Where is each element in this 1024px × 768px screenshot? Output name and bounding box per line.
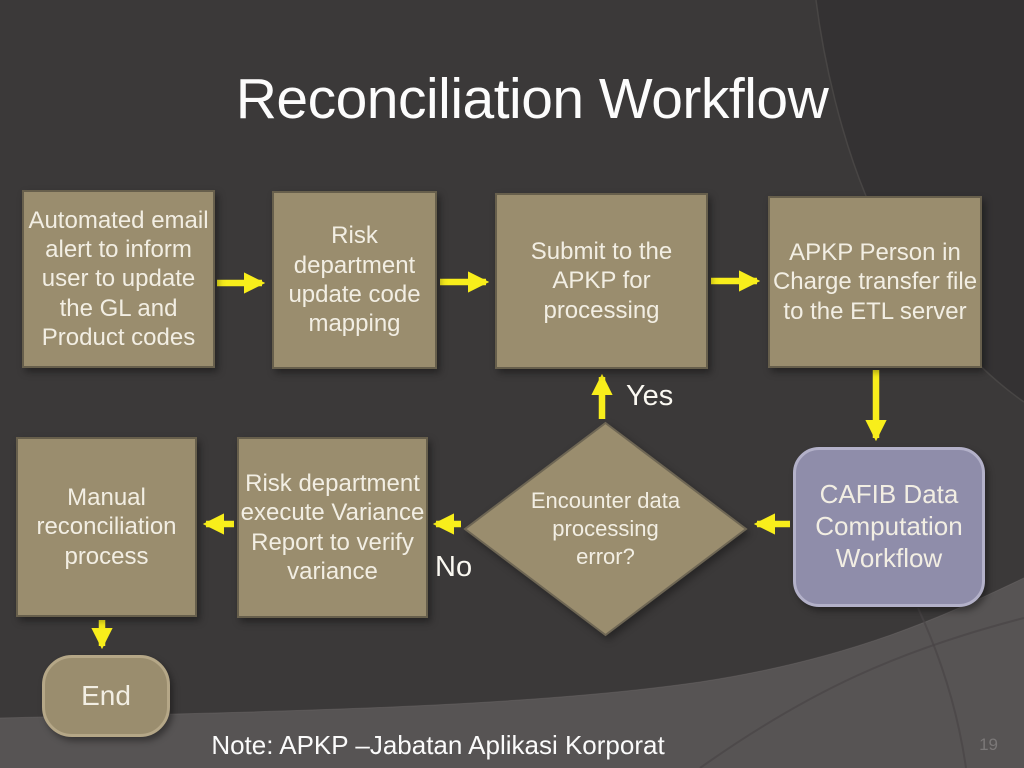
flow-node-end: End bbox=[42, 655, 170, 737]
flow-node-automated-email: Automated email alert to inform user to … bbox=[22, 190, 215, 368]
flow-node-submit-apkp: Submit to the APKP for processing bbox=[495, 193, 708, 369]
branch-label-no: No bbox=[435, 551, 473, 583]
flow-node-label: Risk department execute Variance Report … bbox=[240, 469, 425, 585]
decision-diamond-shape bbox=[463, 421, 748, 637]
flow-node-risk-update-mapping: Risk department update code mapping bbox=[272, 191, 437, 369]
background-arc bbox=[917, 607, 967, 768]
flow-node-label: Manual reconciliation process bbox=[36, 484, 177, 570]
flow-node-label: Automated email alert to inform user to … bbox=[28, 206, 209, 351]
flow-node-decision-error: Encounter data processing error? bbox=[463, 421, 748, 637]
flow-node-risk-variance-report: Risk department execute Variance Report … bbox=[237, 437, 428, 618]
branch-label-yes: Yes bbox=[626, 380, 674, 412]
background-bottom-band bbox=[0, 578, 1024, 768]
background-band-edge bbox=[0, 577, 1024, 719]
flow-node-apkp-transfer-etl: APKP Person in Charge transfer file to t… bbox=[768, 196, 982, 368]
flow-node-label: CAFIB Data Computation Workflow bbox=[815, 479, 963, 573]
flow-node-label: End bbox=[81, 679, 131, 711]
flow-node-label: APKP Person in Charge transfer file to t… bbox=[772, 239, 978, 325]
flow-node-cafib-workflow: CAFIB Data Computation Workflow bbox=[793, 447, 985, 607]
flow-node-label: Risk department update code mapping bbox=[288, 222, 421, 338]
flow-node-manual-reconciliation: Manual reconciliation process bbox=[16, 437, 197, 617]
page-number: 19 bbox=[979, 735, 998, 754]
flow-node-label: Submit to the APKP for processing bbox=[530, 238, 673, 324]
flow-node-label: Encounter data processing error? bbox=[530, 488, 681, 569]
slide-note: Note: APKP –Jabatan Aplikasi Korporat bbox=[211, 730, 665, 760]
slide-title: Reconciliation Workflow bbox=[235, 67, 829, 131]
background-arc bbox=[699, 617, 1024, 768]
